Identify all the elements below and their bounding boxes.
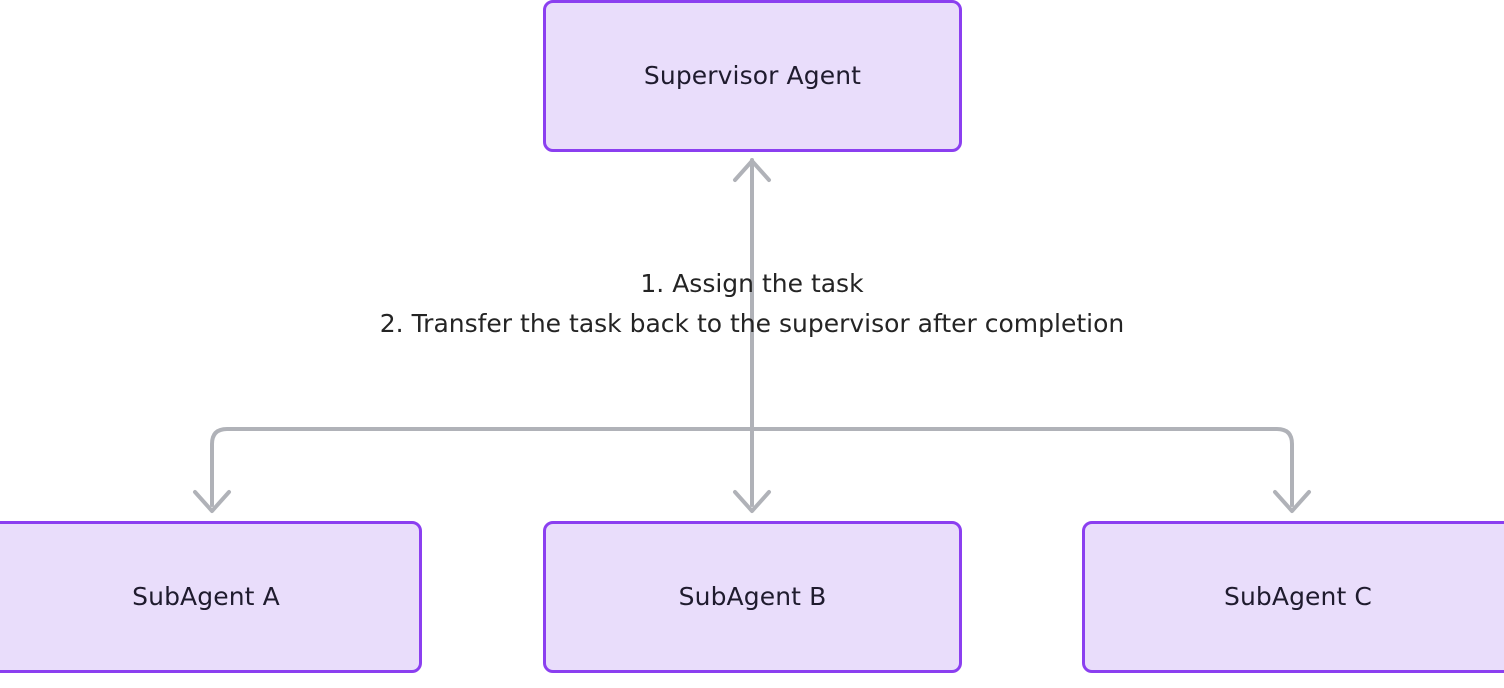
node-subagent-a-label: SubAgent A — [132, 582, 280, 611]
node-subagent-a[interactable]: SubAgent A — [0, 521, 422, 673]
edge-arrowhead-up-supervisor — [733, 159, 771, 182]
edge-arrowhead-down-subagent-b — [733, 490, 771, 513]
node-subagent-b-label: SubAgent B — [678, 582, 827, 611]
node-supervisor-agent[interactable]: Supervisor Agent — [543, 0, 962, 152]
node-supervisor-agent-label: Supervisor Agent — [643, 61, 862, 90]
edge-arrowhead-down-subagent-c — [1273, 490, 1311, 513]
edge-label-group: 1. Assign the task 2. Transfer the task … — [0, 264, 1504, 344]
node-subagent-c[interactable]: SubAgent C — [1082, 521, 1504, 673]
node-subagent-b[interactable]: SubAgent B — [543, 521, 962, 673]
node-subagent-c-label: SubAgent C — [1224, 582, 1372, 611]
edge-supervisor-subagent-c-line — [750, 427, 1294, 507]
edge-supervisor-subagent-a-line — [210, 427, 754, 507]
edge-arrowhead-down-subagent-a — [193, 490, 231, 513]
edge-label-line-2: 2. Transfer the task back to the supervi… — [379, 309, 1125, 338]
edge-label-line-1: 1. Assign the task — [640, 269, 864, 298]
